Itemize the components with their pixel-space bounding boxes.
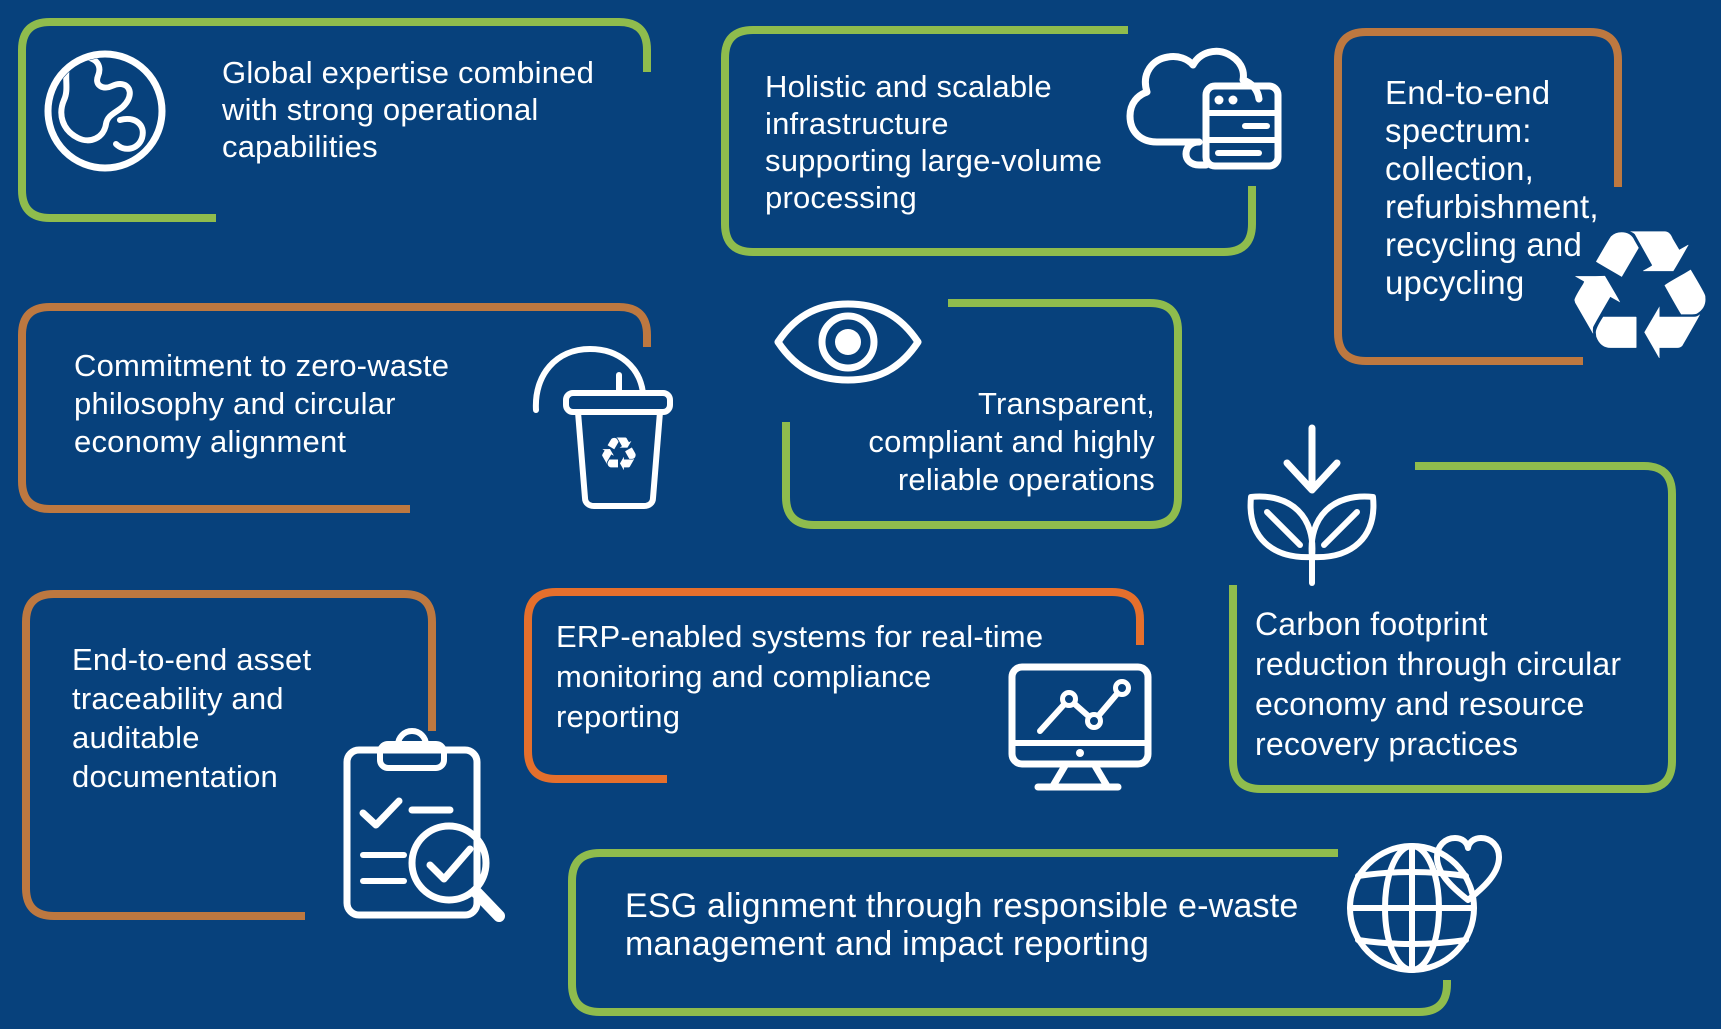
- recycle-bin-icon: ♻: [532, 346, 673, 509]
- text-line: economy alignment: [74, 424, 347, 459]
- cloud-server-icon: [1126, 47, 1282, 170]
- text-line: collection,: [1385, 150, 1534, 187]
- text-line: Global expertise combined: [222, 55, 595, 90]
- text-line: End-to-end: [1385, 74, 1551, 111]
- text-line: infrastructure: [765, 106, 949, 141]
- card-5-border: [782, 299, 1182, 529]
- leaf-arrow-icon: [1247, 424, 1377, 586]
- text-line: reliable operations: [897, 462, 1155, 497]
- text-line: recycling and: [1385, 226, 1583, 263]
- card-8-border: [524, 588, 1144, 783]
- text-line: refurbishment,: [1385, 188, 1599, 225]
- globe-icon: [44, 50, 166, 172]
- text-line: monitoring and compliance: [556, 659, 932, 694]
- text-line: reporting: [556, 699, 681, 734]
- card-5-text: Transparent, compliant and highly reliab…: [868, 385, 1155, 499]
- text-line: Carbon footprint: [1255, 606, 1488, 642]
- clipboard-audit-icon: [343, 728, 505, 922]
- text-line: economy and resource: [1255, 686, 1585, 722]
- card-1-text: Global expertise combined with strong op…: [222, 54, 594, 165]
- card-7-text: End-to-end asset traceability and audita…: [72, 640, 311, 796]
- text-line: with strong operational: [222, 92, 539, 127]
- text-line: documentation: [72, 759, 278, 794]
- card-4-text: Commitment to zero-waste philosophy and …: [74, 347, 449, 461]
- recycle-glyph: ♻: [1559, 192, 1720, 401]
- recycle-glyph-small: ♻: [598, 427, 639, 481]
- card-8-text: ERP-enabled systems for real-time monito…: [556, 617, 1043, 737]
- eye-icon: [774, 300, 922, 384]
- text-line: Commitment to zero-waste: [74, 348, 450, 383]
- card-6-border: [1229, 462, 1676, 793]
- text-line: compliant and highly: [868, 424, 1155, 459]
- text-line: upcycling: [1385, 264, 1525, 301]
- text-line: processing: [765, 180, 917, 215]
- text-line: philosophy and circular: [74, 386, 396, 421]
- card-9-border: [568, 849, 1451, 1016]
- recycle-icon: ♻: [1559, 192, 1720, 401]
- text-line: supporting large-volume: [765, 143, 1103, 178]
- card-2-border: [721, 26, 1256, 256]
- text-line: capabilities: [222, 129, 378, 164]
- text-line: ERP-enabled systems for real-time: [556, 619, 1044, 654]
- card-3-border: [1334, 28, 1622, 365]
- card-7-border: [22, 590, 436, 920]
- card-6-text: Carbon footprint reduction through circu…: [1255, 604, 1621, 764]
- text-line: ESG alignment through responsible e-wast…: [625, 887, 1299, 925]
- text-line: management and impact reporting: [625, 925, 1150, 963]
- text-line: auditable: [72, 720, 200, 755]
- text-line: traceability and: [72, 681, 284, 716]
- globe-heart-icon: [1347, 835, 1502, 973]
- card-1-border: [18, 18, 651, 222]
- text-line: Holistic and scalable: [765, 69, 1052, 104]
- text-line: recovery practices: [1255, 726, 1519, 762]
- text-line: Transparent,: [977, 386, 1155, 421]
- card-2-text: Holistic and scalable infrastructure sup…: [765, 68, 1102, 216]
- monitor-chart-icon: [1008, 663, 1152, 791]
- card-4-border: [18, 303, 651, 513]
- text-line: reduction through circular: [1255, 646, 1622, 682]
- text-line: End-to-end asset: [72, 642, 312, 677]
- card-9-text: ESG alignment through responsible e-wast…: [625, 887, 1298, 963]
- card-3-text: End-to-end spectrum: collection, refurbi…: [1385, 74, 1599, 302]
- text-line: spectrum:: [1385, 112, 1532, 149]
